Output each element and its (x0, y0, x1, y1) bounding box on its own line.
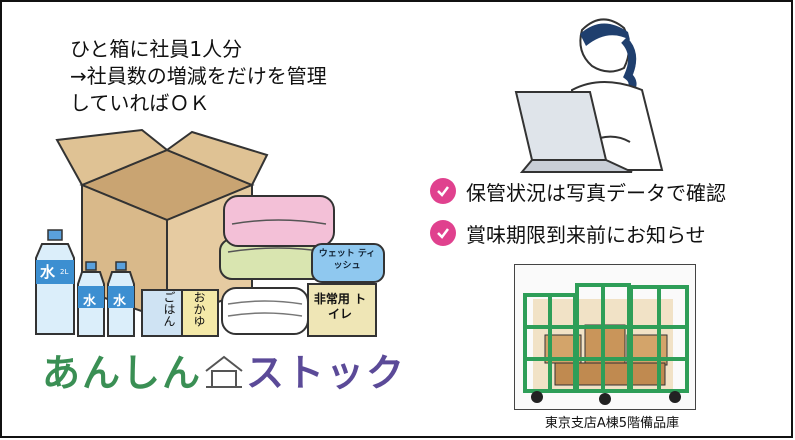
feature-checklist: 保管状況は写真データで確認 賞味期限到来前にお知らせ (430, 176, 726, 260)
warehouse-photo (514, 264, 696, 410)
checklist-item: 保管状況は写真データで確認 (430, 176, 726, 206)
towels-illustration (219, 195, 335, 280)
checklist-item: 賞味期限到来前にお知らせ (430, 218, 726, 248)
mask-illustration (221, 287, 309, 335)
water-bottle-large (35, 229, 75, 335)
logo-text-right: ストック (246, 351, 407, 395)
water-bottle-small-1-label: 水 (83, 294, 97, 309)
porridge-pack-label: おかゆ (192, 291, 206, 327)
wet-tissue-illustration (311, 243, 385, 283)
emergency-toilet-illustration (307, 283, 377, 337)
water-bottle-small-1 (77, 261, 105, 337)
intro-line-1: ひと箱に社員1人分 (70, 37, 243, 61)
cardboard-box-illustration (55, 128, 269, 322)
intro-text: ひと箱に社員1人分 →社員数の増減をだけを管理 していればＯＫ (70, 36, 327, 117)
water-bottle-small-2-label: 水 (113, 294, 127, 309)
anshin-stock-logo: あんしん ストック (42, 342, 406, 397)
water-bottle-small-2 (107, 261, 135, 337)
checklist-item-text: 賞味期限到来前にお知らせ (466, 222, 706, 247)
emergency-toilet-label: 非常用 トイレ (313, 292, 367, 321)
logo-text-left: あんしん (42, 351, 203, 395)
water-bottle-large-size: 2L (60, 268, 69, 276)
wet-tissue-label: ウェット ティッシュ (318, 249, 376, 271)
checklist-item-text: 保管状況は写真データで確認 (466, 180, 726, 205)
porridge-pack-illustration (181, 289, 219, 337)
check-icon (430, 220, 456, 246)
water-bottle-large-label: 水 (40, 263, 56, 281)
check-icon (430, 178, 456, 204)
intro-line-2: →社員数の増減をだけを管理 (70, 64, 327, 88)
intro-line-3: していればＯＫ (70, 91, 210, 115)
house-icon (205, 355, 243, 388)
person-laptop-illustration (514, 18, 664, 173)
rice-pack-illustration (141, 289, 183, 337)
storage-cart-illustration (523, 283, 689, 405)
rice-pack-label: ごはん (162, 291, 176, 327)
warehouse-caption: 東京支店A棟5階備品庫 (544, 416, 680, 431)
